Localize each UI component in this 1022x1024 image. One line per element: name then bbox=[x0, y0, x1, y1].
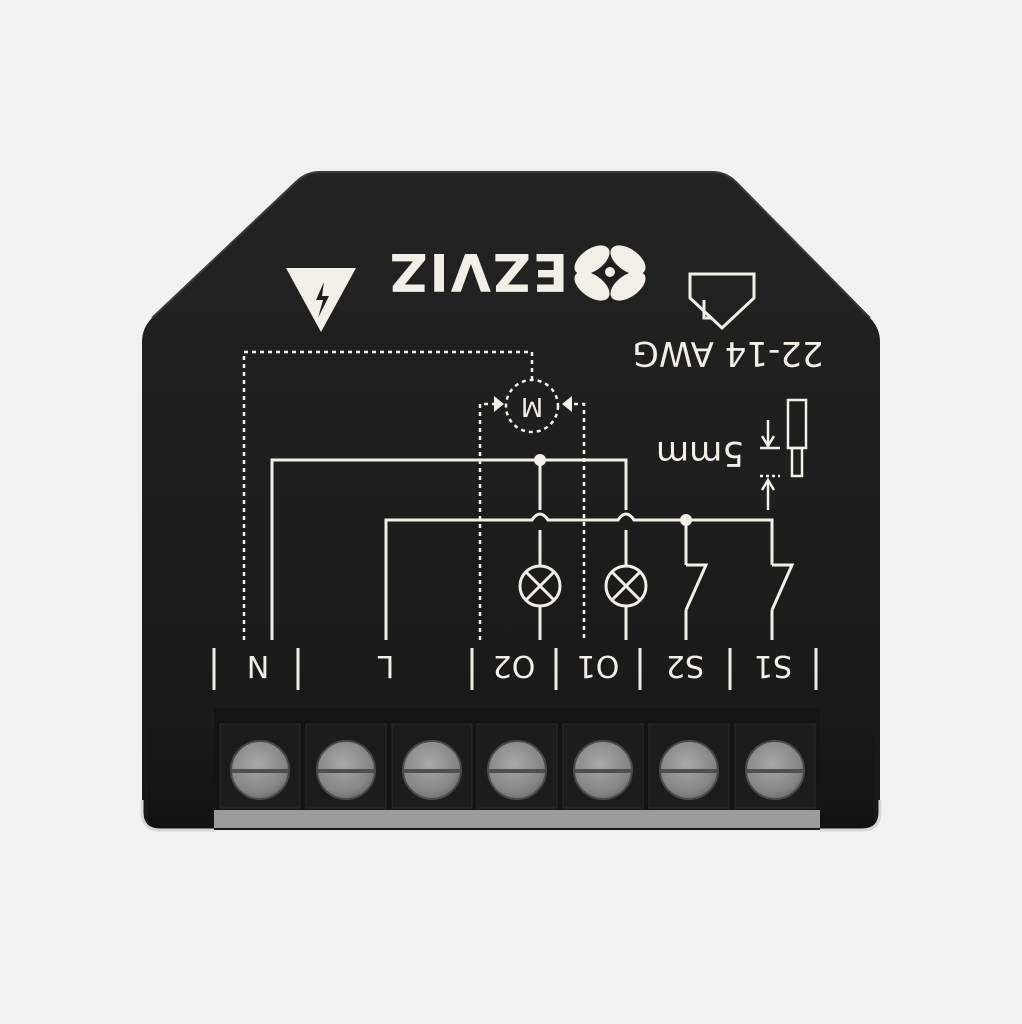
terminal-label-l: L bbox=[377, 648, 394, 683]
brand-logo-text: EZVIZ bbox=[388, 241, 569, 301]
terminal-screws bbox=[219, 723, 816, 809]
terminal-label-n: N bbox=[247, 648, 269, 683]
wire-gauge-label: 22-14 AWG bbox=[633, 333, 824, 373]
brand-logo: EZVIZ bbox=[388, 241, 569, 301]
terminal-label-o2: O2 bbox=[493, 648, 536, 683]
strip-length-label: 5mm bbox=[656, 433, 744, 473]
terminal-block bbox=[148, 700, 874, 828]
motor-symbol-label: M bbox=[521, 391, 543, 421]
fan-logo-icon bbox=[574, 245, 646, 301]
module-housing bbox=[140, 171, 882, 832]
wiring-diagram bbox=[212, 350, 818, 690]
wire-strip-icon bbox=[760, 398, 808, 510]
warning-icon bbox=[286, 268, 356, 332]
junction-dots bbox=[534, 454, 692, 526]
terminal-labels: N L O2 O1 S2 S1 bbox=[247, 648, 792, 683]
terminal-label-o1: O1 bbox=[577, 648, 620, 683]
motor-symbol-icon: M bbox=[494, 378, 572, 434]
terminal-label-s2: S2 bbox=[666, 648, 704, 683]
wire-insert-icon bbox=[688, 272, 756, 331]
terminal-label-s1: S1 bbox=[754, 648, 792, 683]
